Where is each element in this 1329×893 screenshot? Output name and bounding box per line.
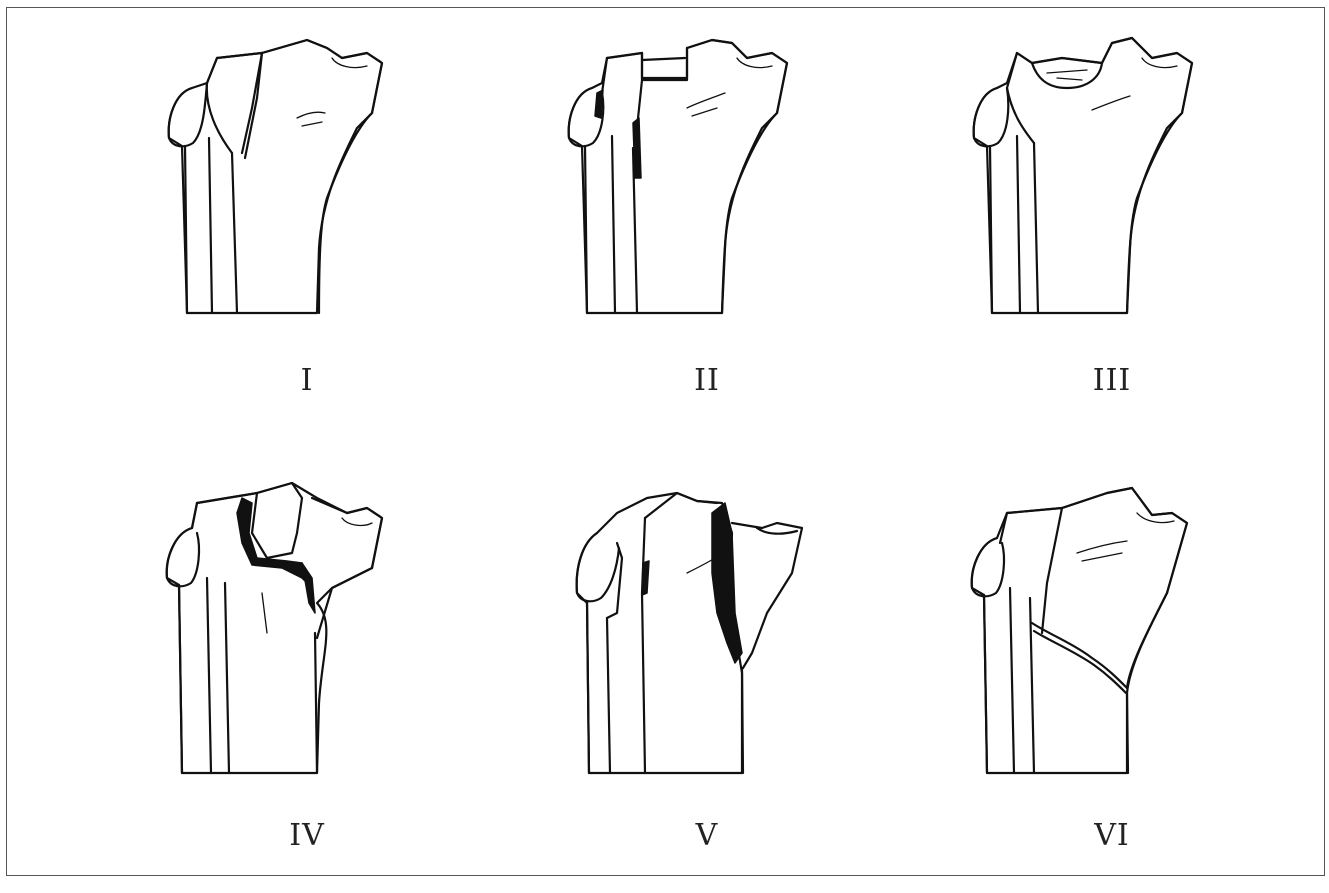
panel-type-1: I (157, 18, 457, 438)
figure-frame: I II (6, 7, 1325, 876)
panel-label: III (962, 363, 1262, 398)
tibia-drawing-type-1 (157, 18, 457, 318)
panel-label: V (557, 818, 857, 853)
panel-type-2: II (557, 18, 857, 438)
panel-label: II (557, 363, 857, 398)
tibia-drawing-type-2 (557, 18, 857, 318)
panel-type-5: V (557, 473, 857, 893)
panel-type-6: VI (962, 473, 1262, 893)
tibia-drawing-type-4 (157, 473, 457, 783)
tibia-drawing-type-6 (962, 473, 1262, 783)
panel-label: VI (962, 818, 1262, 853)
tibia-drawing-type-5 (557, 473, 857, 783)
panel-label: IV (157, 818, 457, 853)
tibia-drawing-type-3 (962, 18, 1262, 318)
panel-label: I (157, 363, 457, 398)
panel-type-3: III (962, 18, 1262, 438)
panel-type-4: IV (157, 473, 457, 893)
